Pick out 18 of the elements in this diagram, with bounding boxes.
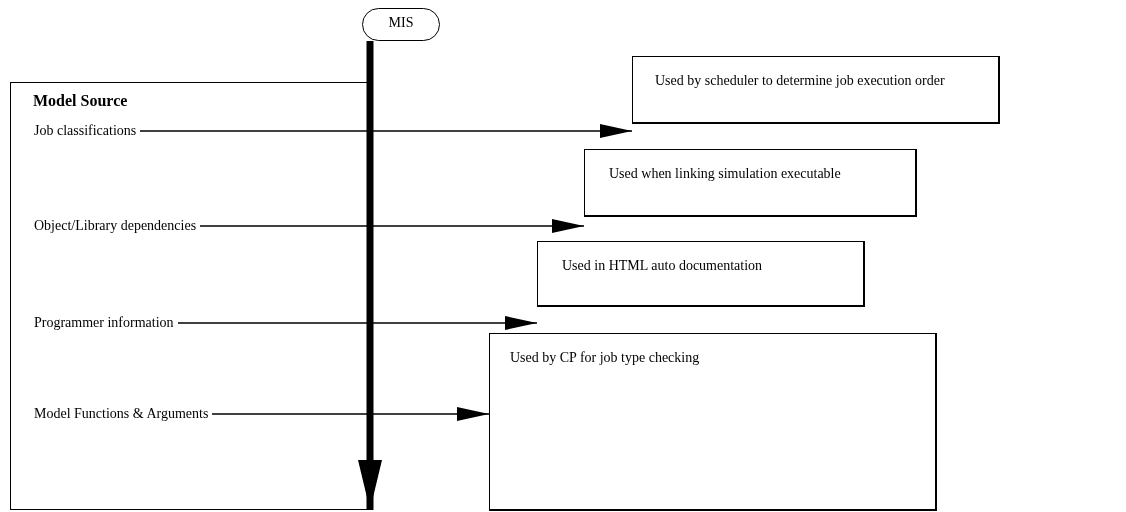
item-label: Model Functions & Arguments [34, 405, 209, 423]
description-box [584, 149, 917, 217]
description-box [489, 333, 937, 511]
description-box [632, 56, 1000, 124]
item-label: Job classifications [34, 122, 137, 140]
arrow [199, 219, 585, 233]
item-label: Object/Library dependencies [34, 217, 197, 235]
description-box [537, 241, 865, 307]
arrow [211, 407, 490, 421]
panel-heading: Model Source [33, 91, 128, 111]
arrow [177, 316, 538, 330]
arrow [139, 124, 633, 138]
description-text: Used when linking simulation executable [609, 165, 842, 183]
description-text: Used in HTML auto documentation [562, 257, 764, 275]
item-label: Programmer information [34, 314, 174, 332]
terminator-label: MIS [387, 14, 415, 32]
description-text: Used by scheduler to determine job execution order [655, 72, 945, 90]
description-text: Used by CP for job type checking [510, 349, 701, 367]
